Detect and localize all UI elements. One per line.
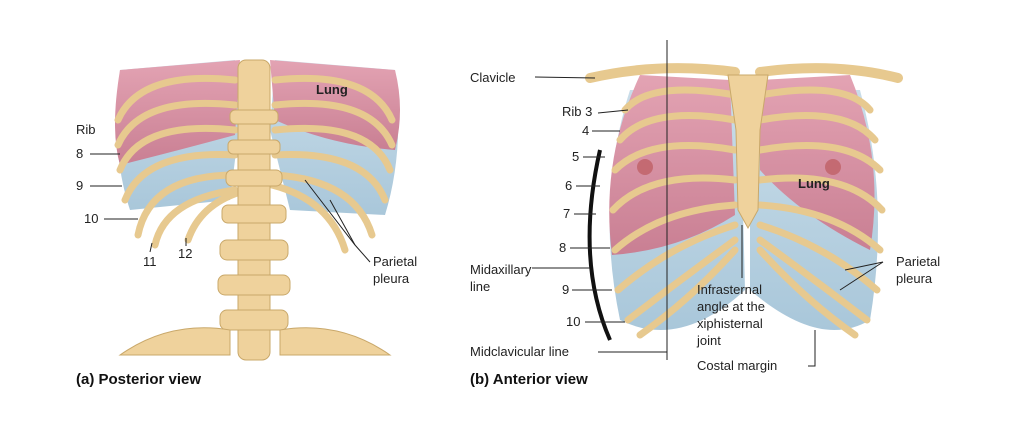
rib8-label-posterior: 8 <box>76 146 84 161</box>
posterior-ribs <box>114 74 396 254</box>
clavicle-left <box>585 63 740 83</box>
rib-label: Rib <box>76 122 96 137</box>
parietal-pleura-label-anterior-2: pleura <box>896 271 933 286</box>
caption-posterior-view: (a) Posterior view <box>76 371 202 388</box>
midaxillary-label-1: Midaxillary <box>470 262 532 277</box>
lung-label-posterior: Lung <box>316 82 348 97</box>
midaxillary-label-2: line <box>470 279 491 294</box>
rib10-label-anterior: 10 <box>566 314 581 329</box>
parietal-pleura-label-posterior-2: pleura <box>373 271 410 286</box>
posterior-view-drawing <box>90 59 400 361</box>
rib11-label-posterior: 11 <box>143 254 157 269</box>
clavicle-right <box>755 63 903 83</box>
rib3-label: Rib 3 <box>562 104 593 119</box>
rib9-label-anterior: 9 <box>562 282 570 297</box>
rib12-label-posterior: 12 <box>178 246 193 261</box>
rib5-label: 5 <box>572 149 580 164</box>
rib9-label-posterior: 9 <box>76 178 84 193</box>
midclavicular-label: Midclavicular line <box>470 344 569 359</box>
posterior-leaders <box>90 153 371 263</box>
parietal-pleura-label-posterior-1: Parietal <box>373 254 418 269</box>
rib8-label-anterior: 8 <box>559 240 567 255</box>
clavicle-label: Clavicle <box>470 70 516 85</box>
infrasternal-label-3: xiphisternal <box>697 316 763 331</box>
infrasternal-label-2: angle at the <box>697 299 765 314</box>
lung-label-anterior: Lung <box>798 176 830 191</box>
anterior-view-drawing <box>532 40 903 367</box>
midaxillary-line-marker <box>587 149 612 341</box>
rib4-label: 4 <box>582 123 590 138</box>
rib6-label: 6 <box>565 178 573 193</box>
nipple-right <box>825 159 841 175</box>
vertebral-column <box>217 59 291 361</box>
sternum <box>727 74 769 230</box>
posterior-pelvis-right <box>279 327 392 356</box>
rib7-label: 7 <box>563 206 571 221</box>
costal-margin-label: Costal margin <box>697 358 778 373</box>
infrasternal-label-4: joint <box>697 333 721 348</box>
caption-anterior-view: (b) Anterior view <box>470 371 588 388</box>
rib10-label-posterior: 10 <box>84 211 99 226</box>
posterior-pelvis <box>118 327 231 356</box>
anterior-leaders <box>532 76 884 367</box>
parietal-pleura-label-anterior-1: Parietal <box>896 254 941 269</box>
infrasternal-label-1: Infrasternal <box>697 282 763 297</box>
nipple-left <box>637 159 653 175</box>
